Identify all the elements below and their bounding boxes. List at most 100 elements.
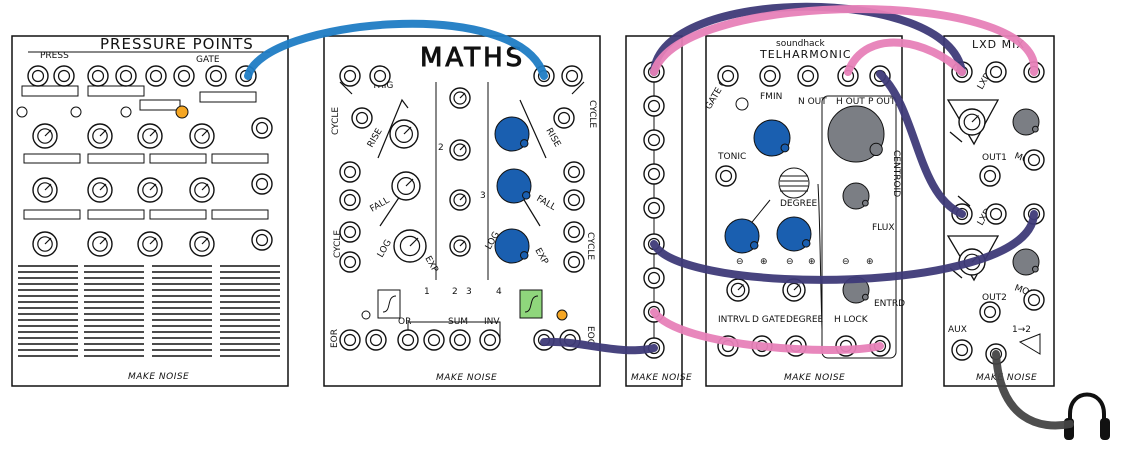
maths-label-cycle-right: CYCLE bbox=[587, 100, 597, 128]
cable-pink-pout-to-lxd2[interactable] bbox=[876, 70, 966, 218]
maths-rise-knob-4[interactable] bbox=[494, 116, 530, 152]
lxd-mix-out1-jack[interactable] bbox=[979, 165, 1001, 187]
cable-pink-hout-to-lxd1[interactable] bbox=[844, 38, 966, 76]
pressure-points-knob[interactable] bbox=[87, 123, 113, 149]
telharmonic-label-plus-2: ⊕ bbox=[808, 257, 816, 267]
pressure-points-jack[interactable] bbox=[205, 65, 227, 87]
pressure-points-knob[interactable] bbox=[32, 177, 58, 203]
maths-fall-knob-4[interactable] bbox=[496, 168, 532, 204]
maths-jack[interactable] bbox=[563, 161, 585, 183]
pressure-points-knob[interactable] bbox=[137, 231, 163, 257]
telharmonic-n-out[interactable] bbox=[797, 65, 819, 87]
cable-purple-mult-to-hlock[interactable] bbox=[650, 308, 884, 354]
pressure-points-knob[interactable] bbox=[189, 123, 215, 149]
maths-output-jack[interactable] bbox=[397, 329, 419, 351]
maths-label-cycle-right-bottom: CYCLE bbox=[585, 232, 595, 260]
maths-fall-knob-1[interactable] bbox=[391, 171, 421, 201]
pressure-points-knob[interactable] bbox=[32, 123, 58, 149]
telharmonic-degree-knob[interactable] bbox=[776, 216, 812, 252]
telharmonic-brand-bottom: MAKE NOISE bbox=[784, 373, 845, 383]
maths-curve-knob-1[interactable] bbox=[393, 229, 427, 263]
maths-jack[interactable] bbox=[563, 221, 585, 243]
telharmonic-centroid-knob[interactable] bbox=[827, 105, 885, 163]
cable-blue-gate-to-trig[interactable] bbox=[244, 19, 548, 80]
pressure-points-knob[interactable] bbox=[32, 231, 58, 257]
telharmonic-label-entrd: ENTRD bbox=[874, 299, 905, 309]
maths-output-jack[interactable] bbox=[423, 329, 445, 351]
maths-attenuverter[interactable] bbox=[449, 87, 471, 109]
telharmonic-label-n-out: N OUT bbox=[798, 97, 827, 107]
telharmonic-knob[interactable] bbox=[726, 278, 750, 302]
pressure-points-jack[interactable] bbox=[53, 65, 75, 87]
maths-jack[interactable] bbox=[561, 65, 583, 87]
pressure-points-jack[interactable] bbox=[27, 65, 49, 87]
lxd-mix-jack[interactable] bbox=[1023, 149, 1045, 171]
telharmonic-knob[interactable] bbox=[724, 218, 760, 254]
maths-title: MATHS bbox=[420, 43, 525, 73]
telharmonic-flux-knob[interactable] bbox=[842, 182, 870, 210]
pressure-points-jack[interactable] bbox=[173, 65, 195, 87]
lxd-mix-knob-gray[interactable] bbox=[1012, 248, 1040, 276]
maths-output-jack[interactable] bbox=[339, 329, 361, 351]
lxd-mix-label-mix: 1→2 bbox=[1012, 325, 1031, 335]
lxd-mix-jack[interactable] bbox=[985, 61, 1007, 83]
telharmonic-label-tonic: TONIC bbox=[717, 152, 746, 162]
maths-label-ch2-side: 2 bbox=[438, 143, 444, 153]
maths-cycle-jack[interactable] bbox=[553, 107, 575, 129]
maths-jack[interactable] bbox=[339, 65, 361, 87]
telharmonic-jack[interactable] bbox=[717, 65, 739, 87]
maths-jack[interactable] bbox=[339, 189, 361, 211]
telharmonic-label-intrvl: INTRVL bbox=[718, 315, 750, 325]
pressure-points-knob[interactable] bbox=[137, 177, 163, 203]
cable-purple-mult-to-lxd2[interactable] bbox=[650, 210, 1038, 284]
pressure-points-out-jack[interactable] bbox=[251, 229, 273, 251]
cable-purple-eoc-to-mult[interactable] bbox=[540, 337, 658, 355]
maths-jack[interactable] bbox=[563, 189, 585, 211]
cable-pink-output-to-headphones[interactable] bbox=[992, 350, 1074, 430]
maths-curve-knob-4[interactable] bbox=[494, 228, 530, 264]
multiple-jack[interactable] bbox=[643, 163, 665, 185]
pressure-points-knob[interactable] bbox=[87, 177, 113, 203]
telharmonic-knob[interactable] bbox=[782, 278, 806, 302]
pressure-points-jack[interactable] bbox=[145, 65, 167, 87]
cable-purple-lxd-return[interactable] bbox=[650, 5, 1039, 76]
pressure-points-jack[interactable] bbox=[87, 65, 109, 87]
maths-jack[interactable] bbox=[339, 221, 361, 243]
multiple-jack[interactable] bbox=[643, 129, 665, 151]
maths-attenuverter[interactable] bbox=[449, 139, 471, 161]
pressure-points-knob[interactable] bbox=[189, 231, 215, 257]
multiple-jack[interactable] bbox=[643, 267, 665, 289]
lxd-mix-aux-jack[interactable] bbox=[951, 339, 973, 361]
telharmonic-tonic-jack[interactable] bbox=[715, 165, 737, 187]
lxd-mix-knob-gray[interactable] bbox=[1012, 108, 1040, 136]
lxd-mix-jack[interactable] bbox=[985, 203, 1007, 225]
maths-rise-knob-1[interactable] bbox=[389, 119, 419, 149]
maths-cycle-jack[interactable] bbox=[351, 107, 373, 129]
pressure-points-knob[interactable] bbox=[137, 123, 163, 149]
maths-attenuverter[interactable] bbox=[449, 235, 471, 257]
multiple-jack[interactable] bbox=[643, 197, 665, 219]
multiple-jack[interactable] bbox=[643, 95, 665, 117]
lxd-mix-jack[interactable] bbox=[1023, 289, 1045, 311]
maths-jack[interactable] bbox=[339, 161, 361, 183]
maths-unity-curve-4 bbox=[524, 295, 539, 313]
maths-output-jack[interactable] bbox=[365, 329, 387, 351]
maths-attenuverter[interactable] bbox=[449, 189, 471, 211]
telharmonic-fmin-jack[interactable] bbox=[759, 65, 781, 87]
pressure-points-knob[interactable] bbox=[87, 231, 113, 257]
maths-jack[interactable] bbox=[563, 251, 585, 273]
lxd-mix-knob[interactable] bbox=[958, 108, 986, 136]
telharmonic-tonic-knob[interactable] bbox=[753, 119, 791, 157]
maths-jack[interactable] bbox=[339, 251, 361, 273]
pressure-points-out-jack[interactable] bbox=[251, 117, 273, 139]
headphones-icon bbox=[1064, 392, 1110, 440]
pressure-points-led-lit bbox=[175, 105, 189, 119]
maths-trig-jack[interactable] bbox=[369, 65, 391, 87]
pressure-points-knob[interactable] bbox=[189, 177, 215, 203]
pressure-points-jack[interactable] bbox=[115, 65, 137, 87]
maths-output-jack[interactable] bbox=[479, 329, 501, 351]
cable-purple-mult-to-lxd1[interactable] bbox=[650, 2, 966, 76]
lxd-mix-out2-jack[interactable] bbox=[979, 301, 1001, 323]
maths-output-jack[interactable] bbox=[449, 329, 471, 351]
pressure-points-out-jack[interactable] bbox=[251, 173, 273, 195]
